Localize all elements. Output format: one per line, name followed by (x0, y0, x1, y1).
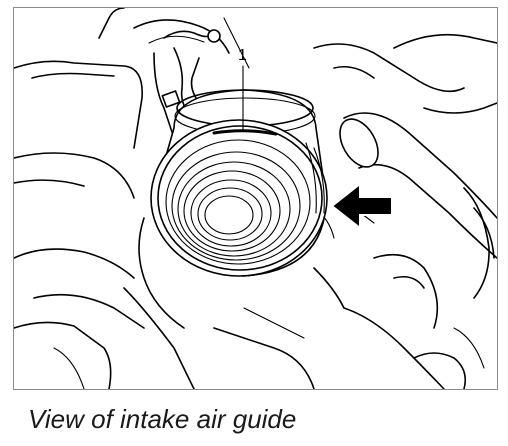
intake-air-guide (150, 89, 328, 277)
engine-background-lines (14, 8, 315, 389)
intake-air-guide-illustration: 1 (14, 8, 497, 389)
right-side-components (313, 33, 497, 389)
left-pointing-arrow-icon (330, 181, 393, 231)
callout-label-1: 1 (238, 47, 247, 64)
figure-frame: 1 (13, 7, 498, 390)
figure-caption: View of intake air guide (28, 404, 297, 434)
